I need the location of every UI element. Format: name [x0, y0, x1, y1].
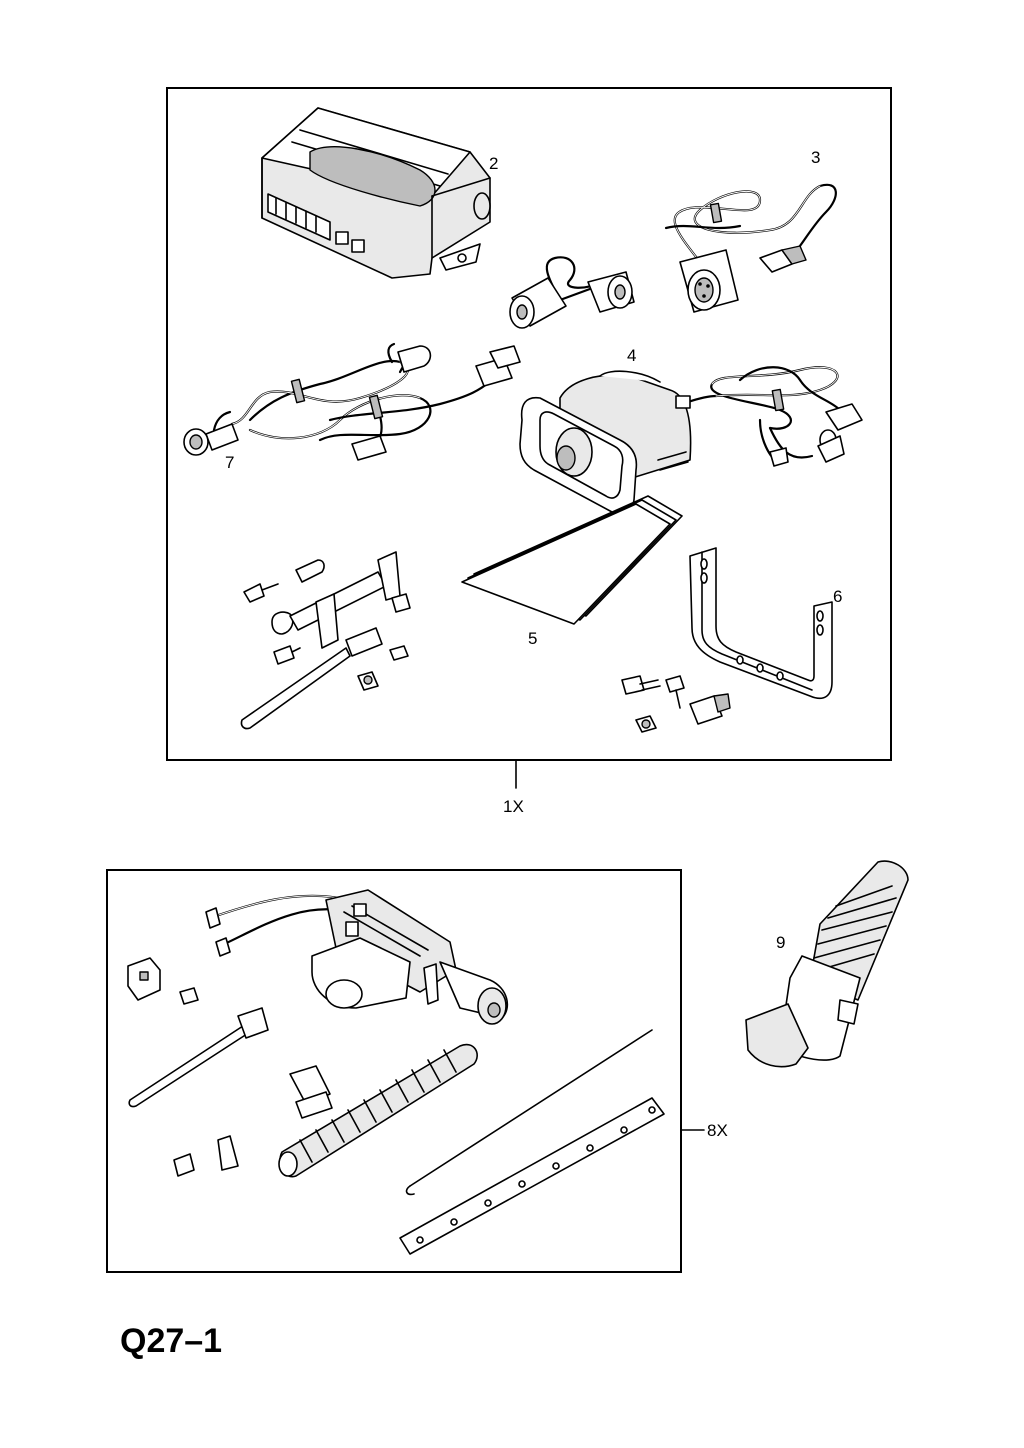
- callout-control-unit: 2: [489, 154, 499, 173]
- connector-housing-part: [745, 860, 909, 1068]
- actuator-part: [205, 889, 509, 1025]
- callout-lock-kit-group: 8X: [707, 1121, 728, 1140]
- callout-instructions: 5: [528, 629, 538, 648]
- callout-siren: 4: [627, 346, 637, 365]
- callout-connector-housing: 9: [776, 933, 786, 952]
- bracket-hardware-part: [621, 675, 731, 733]
- lock-hardware-part: [127, 957, 333, 1177]
- instructions-part: [461, 495, 683, 625]
- callout-kit-group: 1X: [503, 797, 524, 816]
- led-harness-part: [183, 342, 521, 461]
- callout-bracket: 6: [833, 587, 843, 606]
- siren-wiring-part: [710, 366, 863, 467]
- kit-frame: [166, 87, 892, 761]
- callout-led-harness: 7: [225, 453, 235, 472]
- plug-pair-part: [509, 256, 635, 329]
- siren-part: [519, 370, 718, 515]
- lock-kit-frame: [106, 869, 682, 1273]
- callout-sensor-harness: 3: [811, 148, 821, 167]
- control-unit-part: [261, 107, 491, 279]
- corrugated-sleeve-part: [278, 1043, 478, 1178]
- bracket-part: [689, 547, 833, 700]
- sensor-harness-part: [664, 183, 837, 313]
- page-code: Q27–1: [120, 1322, 223, 1360]
- small-hardware-part: [240, 551, 411, 730]
- rod-strip-part: [399, 1029, 665, 1255]
